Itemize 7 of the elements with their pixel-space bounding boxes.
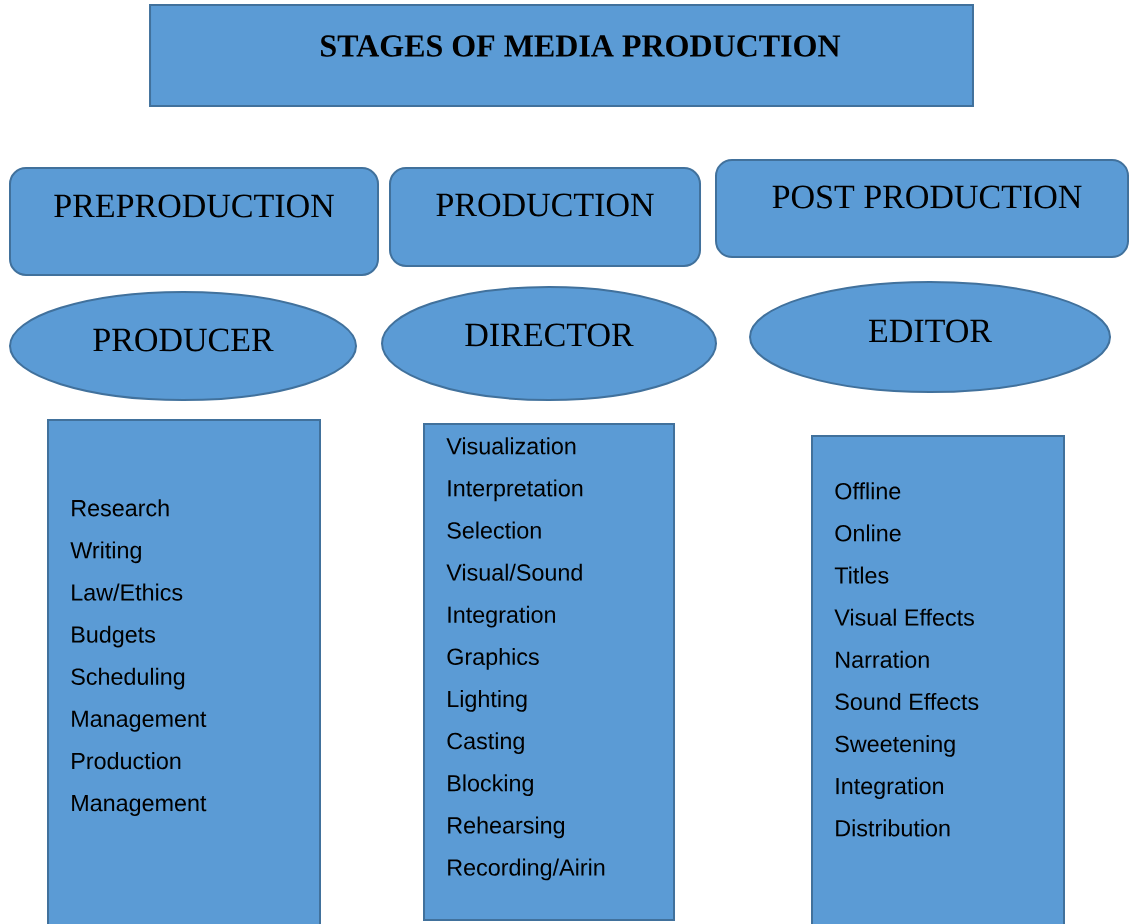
- stage-box: POST PRODUCTION: [715, 158, 1129, 259]
- stage-box: PRODUCTION: [389, 167, 701, 267]
- title-box: STAGES OF MEDIA PRODUCTION: [149, 3, 974, 108]
- task-list-box: Research Writing Law/Ethics Budgets Scheduling Management Production Management: [47, 419, 321, 924]
- task-list-box: Visualization Interpretation Selection Visual/Sound Integration Graphics Lighting Casting Blocking Rehearsing Recording/Airin: [423, 423, 675, 921]
- task-list-box: Offline Online Titles Visual Effects Narration Sound Effects Sweetening Integration Distribution: [811, 435, 1065, 924]
- stage-box: PREPRODUCTION: [9, 167, 379, 276]
